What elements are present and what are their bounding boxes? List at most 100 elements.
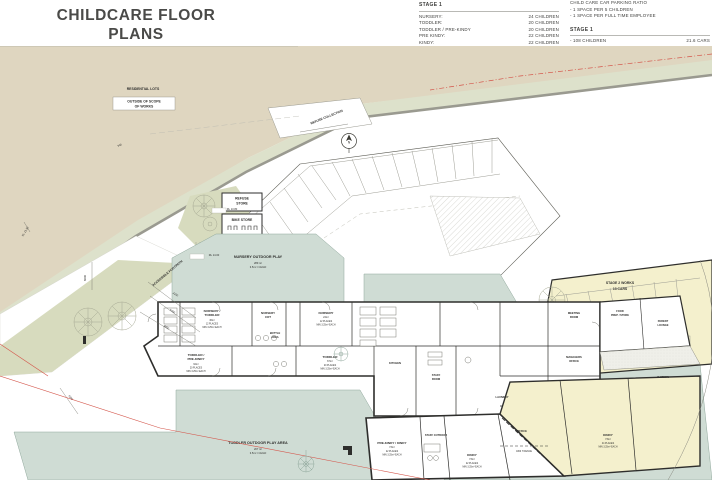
building-east-wing [599, 295, 701, 371]
parking-ratio-line: - 1 SPACE PER FULL TIME EMPLOYEE [570, 13, 656, 19]
stage2-works-label-2: 13 CARS [613, 287, 628, 291]
svg-text:NURSERY /: NURSERY / [204, 309, 221, 313]
svg-text:RL 13.80: RL 13.80 [227, 207, 238, 211]
room-label: TODDLER / PRE-KINDY 62m² 20 PLACES MIN 3… [186, 353, 205, 373]
svg-text:RL 14.00: RL 14.00 [209, 253, 220, 257]
svg-text:NURSERY: NURSERY [318, 311, 334, 315]
svg-text:6000: 6000 [83, 275, 87, 281]
svg-text:GARDEN: GARDEN [657, 375, 669, 379]
divider [570, 35, 710, 37]
nursery-outdoor-play-label: NURSERY OUTDOOR PLAY [234, 255, 283, 259]
svg-text:MIN 3.25m² EACH: MIN 3.25m² EACH [320, 368, 339, 371]
site-plan-drawing: N REFUSE STORE BIKE STORE [0, 46, 712, 480]
svg-text:KITCHEN: KITCHEN [389, 361, 401, 365]
svg-text:24m²: 24m² [323, 316, 329, 319]
outside-scope-label-2: OF WORKS [135, 105, 154, 109]
room-label: PARENT LOUNGE [657, 319, 668, 327]
dimension-text: 2100 5000 3400 6000 RL 13.50 RL 13.80 RL… [21, 142, 238, 401]
svg-text:22 PLACES: 22 PLACES [466, 462, 479, 465]
table-row: - 108 CHILDREN 21.6 CARS [570, 38, 710, 44]
svg-text:MIN 3.25m² EACH: MIN 3.25m² EACH [202, 326, 221, 329]
svg-text:NURSERY: NURSERY [261, 311, 275, 315]
room-label: GARDEN [657, 375, 669, 379]
north-point-icon: N [341, 133, 357, 153]
parking-stage1-heading: STAGE 1 [570, 26, 594, 33]
room-label: STAFF ROOM [432, 373, 441, 381]
tree-symbol [297, 450, 315, 473]
svg-text:73m²: 73m² [605, 438, 611, 441]
svg-text:12 PLACES: 12 PLACES [320, 320, 333, 323]
svg-text:PRE-KINDY: PRE-KINDY [187, 357, 205, 361]
refuse-store-label-2: STORE [236, 201, 248, 205]
svg-text:LAUNDRY: LAUNDRY [495, 395, 508, 399]
title-line-2: PLANS [108, 26, 164, 43]
svg-text:20 PLACES: 20 PLACES [324, 364, 337, 367]
svg-text:ROOM: ROOM [432, 377, 441, 381]
page-title: CHILDCARE FLOOR PLANS [0, 6, 272, 44]
svg-text:73m²: 73m² [389, 446, 395, 449]
room-label: KINDY 73m² 22 PLACES MIN 3.25m² EACH [462, 453, 481, 469]
svg-text:TODDLER /: TODDLER / [188, 353, 205, 357]
title-line-1: CHILDCARE FLOOR [56, 7, 216, 24]
toddler-outdoor-area-2: 3.5m² / CHILD [250, 451, 267, 455]
residential-lots-label: RESIDENTIAL LOTS [127, 87, 160, 91]
svg-text:COT: COT [265, 315, 271, 319]
refuse-collection-pad [267, 97, 373, 139]
site-boundary-east [667, 259, 712, 480]
room-label: FOOD PREP / STORE [611, 309, 629, 317]
svg-text:KINDY: KINDY [603, 433, 614, 437]
svg-text:36m²: 36m² [209, 319, 214, 322]
svg-text:MIN 3.25m² EACH: MIN 3.25m² EACH [382, 454, 401, 457]
room-label: LAUNDRY [495, 395, 508, 399]
toddler-outdoor-play-label: TODDLER OUTDOOR PLAY AREA [228, 441, 288, 445]
room-label: KINDY 73m² 44 PLACES MIN 3.25m² EACH [598, 433, 617, 449]
svg-text:STAFF OUTDOOR: STAFF OUTDOOR [425, 433, 447, 437]
svg-text:KINDY: KINDY [467, 453, 478, 457]
room-label: MEETING ROOM [568, 311, 580, 319]
svg-text:ROOM: ROOM [570, 315, 579, 319]
outside-scope-label-1: OUTSIDE OF SCOPE [127, 100, 161, 104]
table-row: KINDY: 22 CHILDREN [419, 39, 559, 45]
room-label: NURSERY COT [261, 311, 275, 319]
nursery-outdoor-area-2: 3.5m² / CHILD [250, 265, 267, 269]
svg-text:900: 900 [117, 142, 123, 148]
svg-text:LOUNGE: LOUNGE [657, 323, 668, 327]
svg-text:1200: 1200 [68, 394, 75, 401]
residential-lots-annotation: RESIDENTIAL LOTS OUTSIDE OF SCOPE OF WOR… [112, 87, 176, 111]
svg-text:TODDLER: TODDLER [323, 355, 339, 359]
room-label: KITCHEN [389, 361, 401, 365]
svg-text:MIN 3.25m² EACH: MIN 3.25m² EACH [316, 324, 335, 327]
svg-text:44 PLACES: 44 PLACES [602, 442, 615, 445]
bike-store-label: BIKE STORE [232, 218, 253, 222]
stage2-works-label-1: STAGE 2 WORKS [606, 281, 635, 285]
svg-text:PARENT: PARENT [658, 319, 669, 323]
room-label: BOTTLE AREA [270, 331, 281, 339]
svg-text:22 PLACES: 22 PLACES [386, 450, 399, 453]
room-labels: NURSERY / TODDLER 36m² 12 PLACES MIN 3.2… [186, 309, 668, 469]
svg-text:RL 13.50: RL 13.50 [21, 225, 30, 237]
svg-text:FOOD: FOOD [616, 309, 624, 313]
svg-text:STAFF: STAFF [432, 373, 441, 377]
room-label: OFFICE [517, 429, 527, 433]
svg-text:OFFICE: OFFICE [569, 359, 579, 363]
svg-text:MIN 3.25m² EACH: MIN 3.25m² EACH [186, 370, 205, 373]
stage1-heading: STAGE 1 [419, 2, 443, 8]
svg-text:73m²: 73m² [469, 458, 475, 461]
parking-ratio-line: - 1 SPACE PER 5 CHILDREN [570, 6, 633, 12]
table-row: NURSERY: 24 CHILDREN [419, 13, 559, 19]
svg-text:MANAGERS: MANAGERS [566, 355, 582, 359]
room-label: STAFF OUTDOOR [425, 433, 447, 437]
svg-text:12 PLACES: 12 PLACES [206, 323, 219, 326]
dimension-annotations [23, 123, 349, 415]
refuse-and-bike-store: REFUSE STORE BIKE STORE [178, 186, 263, 252]
level-marker [189, 207, 227, 260]
survey-marker [83, 336, 352, 455]
divider [419, 10, 559, 12]
table-row: TODDLER / PRE-KINDY 20 CHILDREN [419, 26, 559, 32]
svg-text:MEETING: MEETING [568, 311, 580, 315]
room-label: NURSERY 24m² 12 PLACES MIN 3.25m² EACH [316, 311, 335, 327]
toddler-outdoor-area-1: 207 m² [254, 447, 262, 451]
room-label: MANAGERS OFFICE [566, 355, 582, 363]
boundary-line-lower [0, 375, 431, 480]
room-label: NURSERY / TODDLER 36m² 12 PLACES MIN 3.2… [202, 309, 221, 329]
